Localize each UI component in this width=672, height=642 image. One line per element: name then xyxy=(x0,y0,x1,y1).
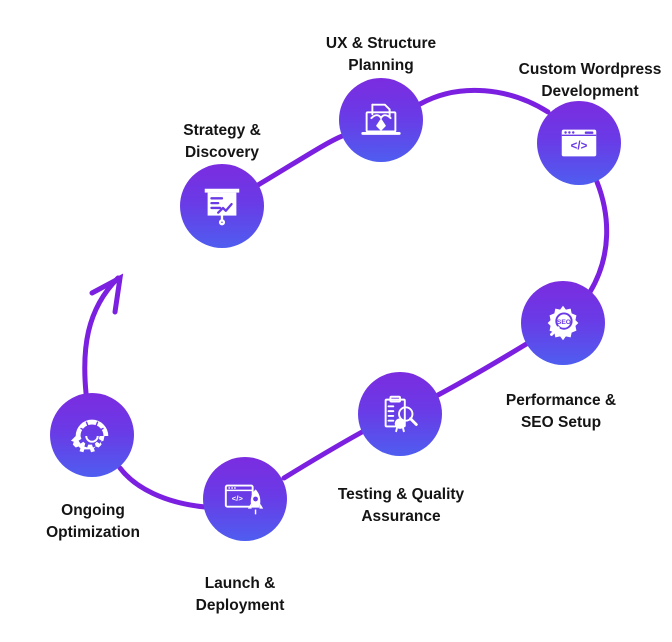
browser-rocket-icon: </> xyxy=(224,484,264,515)
code-symbol: </> xyxy=(571,141,588,153)
step-testing-label: Testing & Quality Assurance xyxy=(338,484,464,528)
label-line: UX & Structure xyxy=(325,35,437,52)
step-ongoing-label: Ongoing Optimization xyxy=(46,500,140,544)
browser-code-icon: </> xyxy=(561,129,597,157)
presentation-chart-icon xyxy=(204,188,240,226)
step-performance-node: SEO xyxy=(521,281,605,365)
label-line: SEO Setup xyxy=(520,414,602,431)
step-strategy-label: Strategy & Discovery xyxy=(183,120,261,164)
gauge-gear-icon xyxy=(70,419,109,453)
step-launch-node: </> xyxy=(203,457,287,541)
label-line: Ongoing xyxy=(61,502,125,519)
connector-strategy-ux xyxy=(255,132,348,188)
connector-launch-ongoing xyxy=(117,465,208,510)
label-line: Launch & xyxy=(204,575,276,592)
label-line: Discovery xyxy=(184,144,260,161)
clipboard-magnifier-badge-icon xyxy=(384,395,418,433)
step-custom-wp-node: </> xyxy=(537,101,621,185)
laptop-pen-tool-icon xyxy=(361,103,401,135)
step-launch-label: Launch & Deployment xyxy=(196,573,285,617)
connector-testing-launch xyxy=(281,429,365,481)
arrow-head-icon xyxy=(89,273,124,315)
step-performance-label: Performance & SEO Setup xyxy=(506,390,616,434)
label-line: Custom Wordpress xyxy=(518,61,662,78)
seo-text: SEO xyxy=(557,319,571,326)
label-line: Testing & Quality xyxy=(337,486,465,503)
seo-gear-icon: SEO xyxy=(547,305,579,341)
label-line: Development xyxy=(541,83,639,100)
connector-performance-testing xyxy=(435,340,531,398)
label-line: Optimization xyxy=(46,524,140,541)
label-line: Planning xyxy=(348,57,414,74)
step-custom-wp-label: Custom Wordpress Development xyxy=(519,59,662,103)
step-testing-node xyxy=(358,372,442,456)
connector-ux-custom-wp xyxy=(417,87,551,115)
code-symbol: </> xyxy=(232,494,244,503)
label-line: Performance & xyxy=(505,392,617,409)
step-ux-node xyxy=(339,78,423,162)
step-strategy-node xyxy=(180,164,264,248)
connector-custom-wp-performance xyxy=(587,179,610,295)
label-line: Deployment xyxy=(195,597,285,614)
connector-ongoing-arrow xyxy=(82,275,121,396)
label-line: Strategy & xyxy=(183,122,261,139)
step-ux-label: UX & Structure Planning xyxy=(326,33,436,77)
label-line: Assurance xyxy=(361,508,441,525)
step-ongoing-node xyxy=(50,393,134,477)
